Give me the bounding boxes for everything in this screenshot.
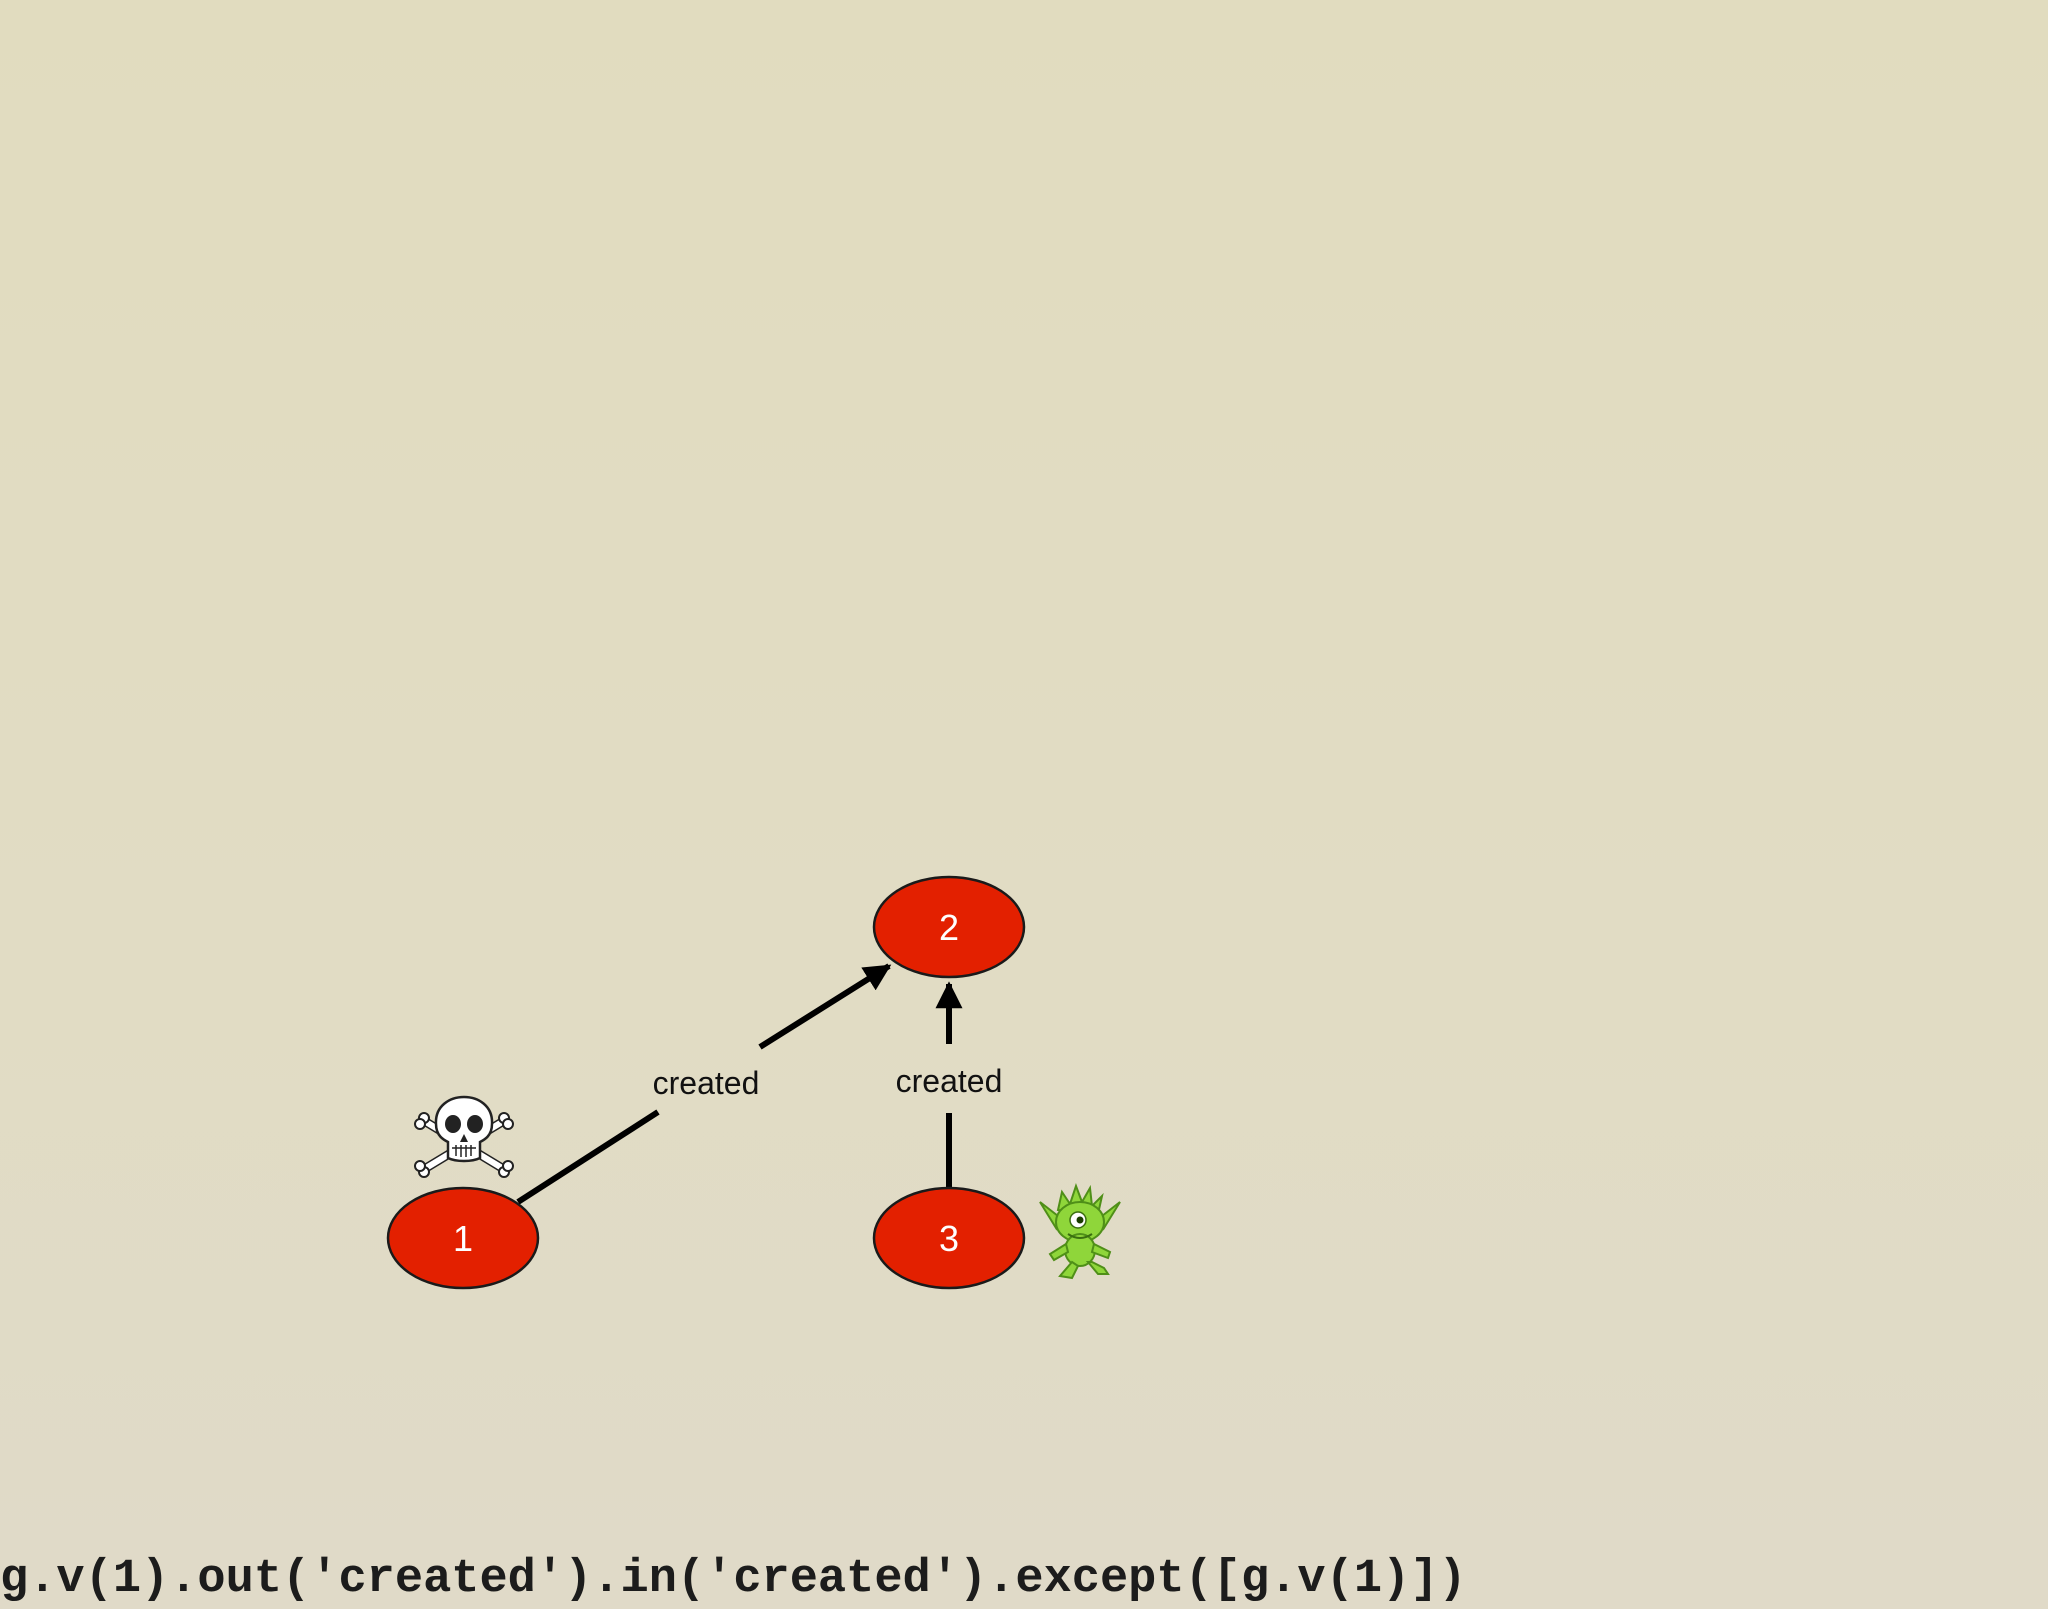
edge-1-to-2: created [516,963,892,1205]
green-goblin-icon [1039,1183,1121,1280]
node-3-label: 3 [939,1218,959,1259]
edge-label-3-to-2: created [896,1063,1003,1099]
edge-label-1-to-2: created [653,1065,760,1101]
edge-3-to-2: created [896,981,1003,1187]
node-3[interactable]: 3 [872,1186,1026,1290]
skull-and-crossbones-icon [414,1095,514,1178]
node-1-label: 1 [453,1218,473,1259]
node-2[interactable]: 2 [872,875,1026,979]
gremlin-query-text: g.v(1).out('created').in('created').exce… [0,1553,1467,1606]
node-2-label: 2 [939,907,959,948]
node-1[interactable]: 1 [386,1186,540,1290]
